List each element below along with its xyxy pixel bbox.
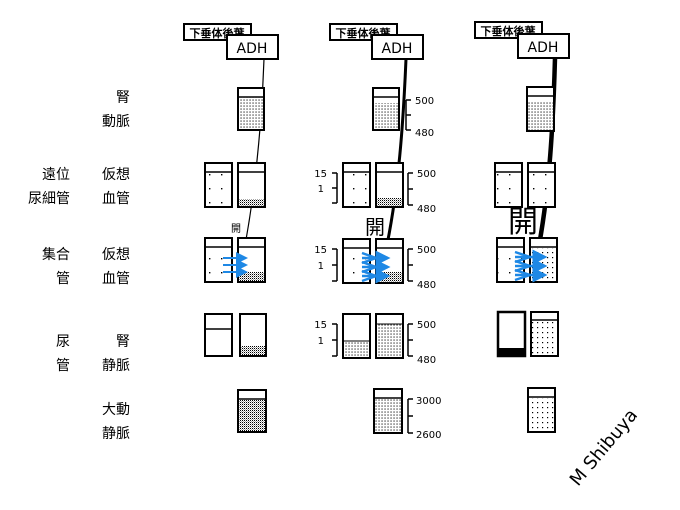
urine-fill-2 <box>344 341 369 357</box>
renal-vein-label-line1: 腎 <box>116 334 130 350</box>
collecting-duct-label-line2: 管 <box>56 271 70 287</box>
adh-box-3 <box>517 33 570 59</box>
artery-scale-2 <box>405 99 411 131</box>
distal-right-bottom-2: 480 <box>417 204 436 215</box>
renal-vein-label-line2: 静脈 <box>102 358 130 374</box>
panel-3: 下垂体後葉 ADH 開 <box>474 21 570 433</box>
distal-fill-1 <box>206 173 231 206</box>
aorta-vein-label: 大動静脈 <box>84 398 130 446</box>
vasa-recta-label-2: 仮想血管 <box>84 243 130 291</box>
open-label-3: 開 <box>508 205 538 240</box>
open-label-2: 開 <box>365 215 385 239</box>
urine-tank-1 <box>204 313 233 357</box>
renal-vein-fill-3 <box>532 321 557 355</box>
systemic-fill-2 <box>375 399 401 432</box>
renal-vein-label: 腎静脈 <box>84 330 130 378</box>
distal-tubule-label-line2: 尿細管 <box>28 191 70 207</box>
aorta-vein-label-line2: 静脈 <box>102 426 130 442</box>
urine-left-bottom-2: 1 <box>318 336 324 347</box>
vasa-recta-label-2-line1: 仮想 <box>102 247 130 263</box>
vasa-fill-3a <box>529 173 554 206</box>
adh-label-2: ADH <box>382 41 413 57</box>
artery-scale-top-2: 500 <box>415 96 434 107</box>
vasa-recta-label-1-line2: 血管 <box>102 191 130 207</box>
systemic-scale-2 <box>407 398 413 434</box>
vasa-fill-1b <box>239 272 264 281</box>
water-arrows-3 <box>514 249 548 283</box>
panel-1: 下垂体後葉 ADH 開 <box>183 23 279 433</box>
vasa-fill-1a <box>239 199 264 206</box>
urine-label-line1: 尿 <box>56 334 70 350</box>
distal-left-top-2: 15 <box>314 169 327 180</box>
open-label-1: 開 <box>231 223 241 235</box>
water-arrows-2 <box>361 250 391 284</box>
distal-tubule-label-line1: 遠位 <box>42 167 70 183</box>
distal-tubule-label: 遠位尿細管 <box>8 163 70 211</box>
vasa-recta-label-1: 仮想血管 <box>84 163 130 211</box>
vasa-fill-2a <box>377 198 402 206</box>
collecting-right-top-2: 500 <box>417 245 436 256</box>
distal-right-top-2: 500 <box>417 169 436 180</box>
aorta-vein-label-line1: 大動 <box>102 402 130 418</box>
systemic-top-2: 3000 <box>416 396 441 407</box>
artery-fill-2 <box>374 103 398 129</box>
artery-fill-3 <box>528 101 553 130</box>
artery-fill-1 <box>239 97 263 129</box>
urine-scale-left-2 <box>332 323 338 357</box>
collecting-left-bottom-2: 1 <box>318 261 324 272</box>
distal-fill-3 <box>496 173 521 206</box>
systemic-fill-1 <box>239 400 265 431</box>
vasa-recta-label-1-line1: 仮想 <box>102 167 130 183</box>
author-credit: M Shibuya <box>566 405 642 490</box>
urine-label: 尿管 <box>8 330 70 378</box>
renal-vein-fill-2 <box>377 324 402 357</box>
kidney-artery-label-line2: 動脈 <box>102 114 130 130</box>
urine-right-top-2: 500 <box>417 320 436 331</box>
urine-label-line2: 管 <box>56 358 70 374</box>
distal-scale-left-2 <box>332 172 338 204</box>
artery-scale-bottom-2: 480 <box>415 128 434 139</box>
adh-box-1 <box>226 34 279 60</box>
collecting-duct-label-line1: 集合 <box>42 247 70 263</box>
urine-fill-3 <box>499 348 524 355</box>
urine-right-bottom-2: 480 <box>417 355 436 366</box>
collecting-left-top-2: 15 <box>314 245 327 256</box>
urine-left-top-2: 15 <box>314 320 327 331</box>
collecting-scale-left-2 <box>332 248 338 282</box>
kidney-artery-label-line1: 腎 <box>116 90 130 106</box>
distal-left-bottom-2: 1 <box>318 184 324 195</box>
systemic-bottom-2: 2600 <box>416 430 441 441</box>
adh-label-1: ADH <box>237 41 268 57</box>
panel-2: 下垂体後葉 ADH 500 480 15 <box>314 23 441 441</box>
collecting-right-bottom-2: 480 <box>417 280 436 291</box>
renal-vein-fill-1 <box>241 346 265 355</box>
distal-fill-2 <box>344 173 369 206</box>
collecting-scale-right-2 <box>407 248 413 282</box>
urine-scale-right-2 <box>407 323 413 357</box>
adh-box-2 <box>371 34 424 60</box>
kidney-artery-label: 腎動脈 <box>84 86 130 134</box>
systemic-fill-3 <box>529 398 554 431</box>
adh-label-3: ADH <box>528 40 559 56</box>
vasa-recta-label-2-line2: 血管 <box>102 271 130 287</box>
distal-scale-right-2 <box>407 172 413 206</box>
collecting-duct-label: 集合管 <box>8 243 70 291</box>
water-arrows-1 <box>223 252 248 278</box>
